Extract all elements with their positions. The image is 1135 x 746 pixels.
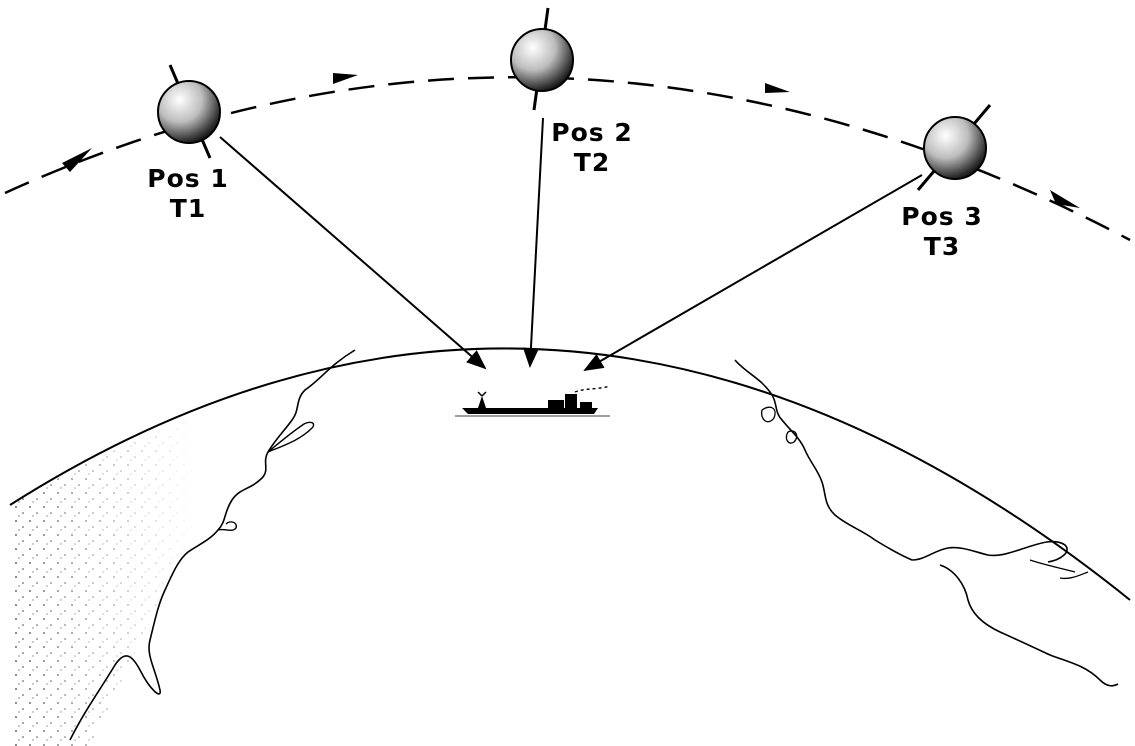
- coastline-islands: [761, 406, 1089, 580]
- satellite-label-pos-3: Pos 3 T3: [892, 202, 992, 262]
- coastline-east: [734, 359, 1068, 563]
- signal-line-pos-3: [583, 174, 923, 372]
- coastline-west: [69, 349, 356, 741]
- satellite-icon: [157, 64, 221, 159]
- satellite-label-pos-1: Pos 1 T1: [138, 164, 238, 224]
- signal-line-pos-2: [522, 117, 544, 368]
- time-label: T2: [573, 148, 611, 177]
- coastline-cape: [217, 521, 238, 532]
- earth-shading: [10, 395, 260, 746]
- position-label: Pos 3: [901, 202, 983, 231]
- position-label: Pos 2: [551, 118, 633, 147]
- time-label: T1: [169, 194, 207, 223]
- coastline-south: [939, 564, 1119, 687]
- satellite-icon: [510, 7, 574, 111]
- satellite-icon: [916, 104, 992, 191]
- time-label: T3: [923, 232, 961, 261]
- coastline-inlet: [267, 421, 315, 453]
- satellite-label-pos-2: Pos 2 T2: [542, 118, 642, 178]
- position-label: Pos 1: [147, 164, 229, 193]
- orbit-direction-arrow-icon: [62, 73, 1080, 208]
- signal-line-pos-1: [219, 136, 487, 370]
- earth-horizon: [9, 347, 1131, 601]
- ship-icon: [455, 385, 611, 417]
